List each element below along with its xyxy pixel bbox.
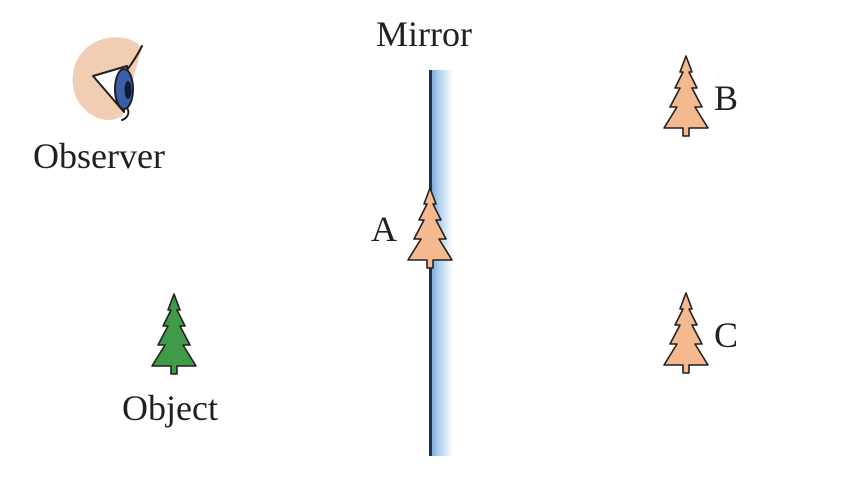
image-c-label: C	[714, 315, 739, 355]
mirror-label: Mirror	[376, 14, 472, 54]
object-tree-icon	[151, 293, 197, 375]
image-b-tree-icon	[663, 55, 709, 137]
eye-icon	[72, 37, 143, 121]
mirror-glass	[430, 70, 453, 456]
image-b-label: B	[714, 78, 739, 118]
object-label: Object	[122, 388, 218, 428]
image-c-tree-icon	[663, 292, 709, 374]
observer-label: Observer	[33, 136, 165, 176]
image-a-label: A	[371, 209, 397, 249]
